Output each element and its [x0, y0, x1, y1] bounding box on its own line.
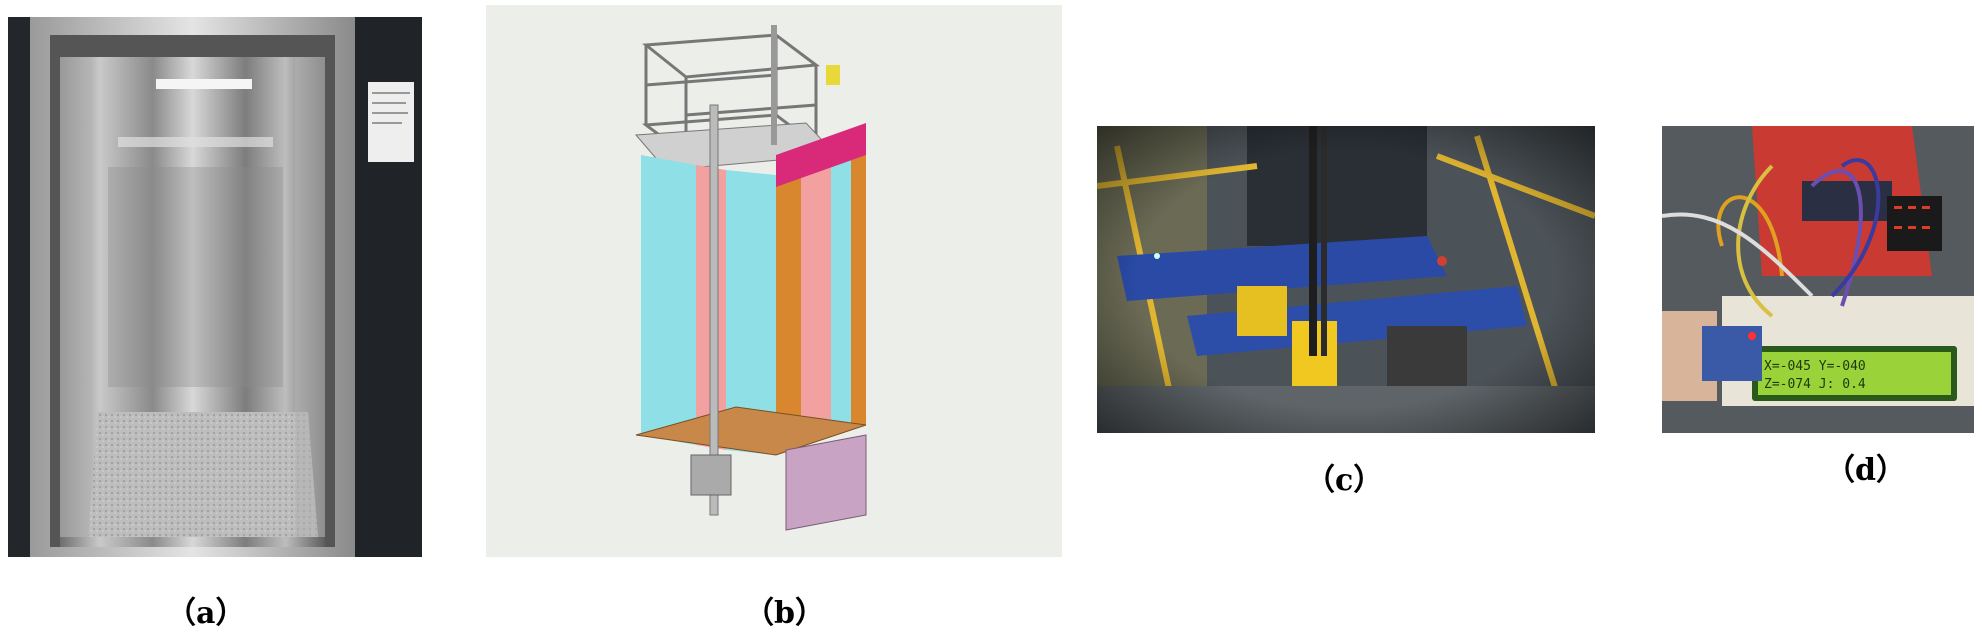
caption-a: （a）: [166, 596, 246, 631]
elevator-doorway-image: [8, 17, 422, 557]
caption-c: （c）: [1305, 463, 1384, 498]
lcd-line-1: X=-045 Y=-040: [1764, 359, 1866, 374]
lcd-line-2: Z=-074 J: 0.4: [1764, 377, 1866, 392]
caption-d: （d）: [1825, 453, 1906, 488]
panel-b-cad-model: [486, 5, 1062, 557]
panel-d-circuit-photo: X=-045 Y=-040 Z=-074 J: 0.4: [1662, 126, 1974, 433]
panel-c-machine-photo: [1097, 126, 1595, 433]
elevator-cad-image: [486, 5, 1062, 557]
machine-rig-image: [1097, 126, 1595, 433]
caption-b: （b）: [744, 596, 825, 631]
circuit-prototype-image: X=-045 Y=-040 Z=-074 J: 0.4: [1662, 126, 1974, 433]
panel-a-elevator-photo: [8, 17, 422, 557]
